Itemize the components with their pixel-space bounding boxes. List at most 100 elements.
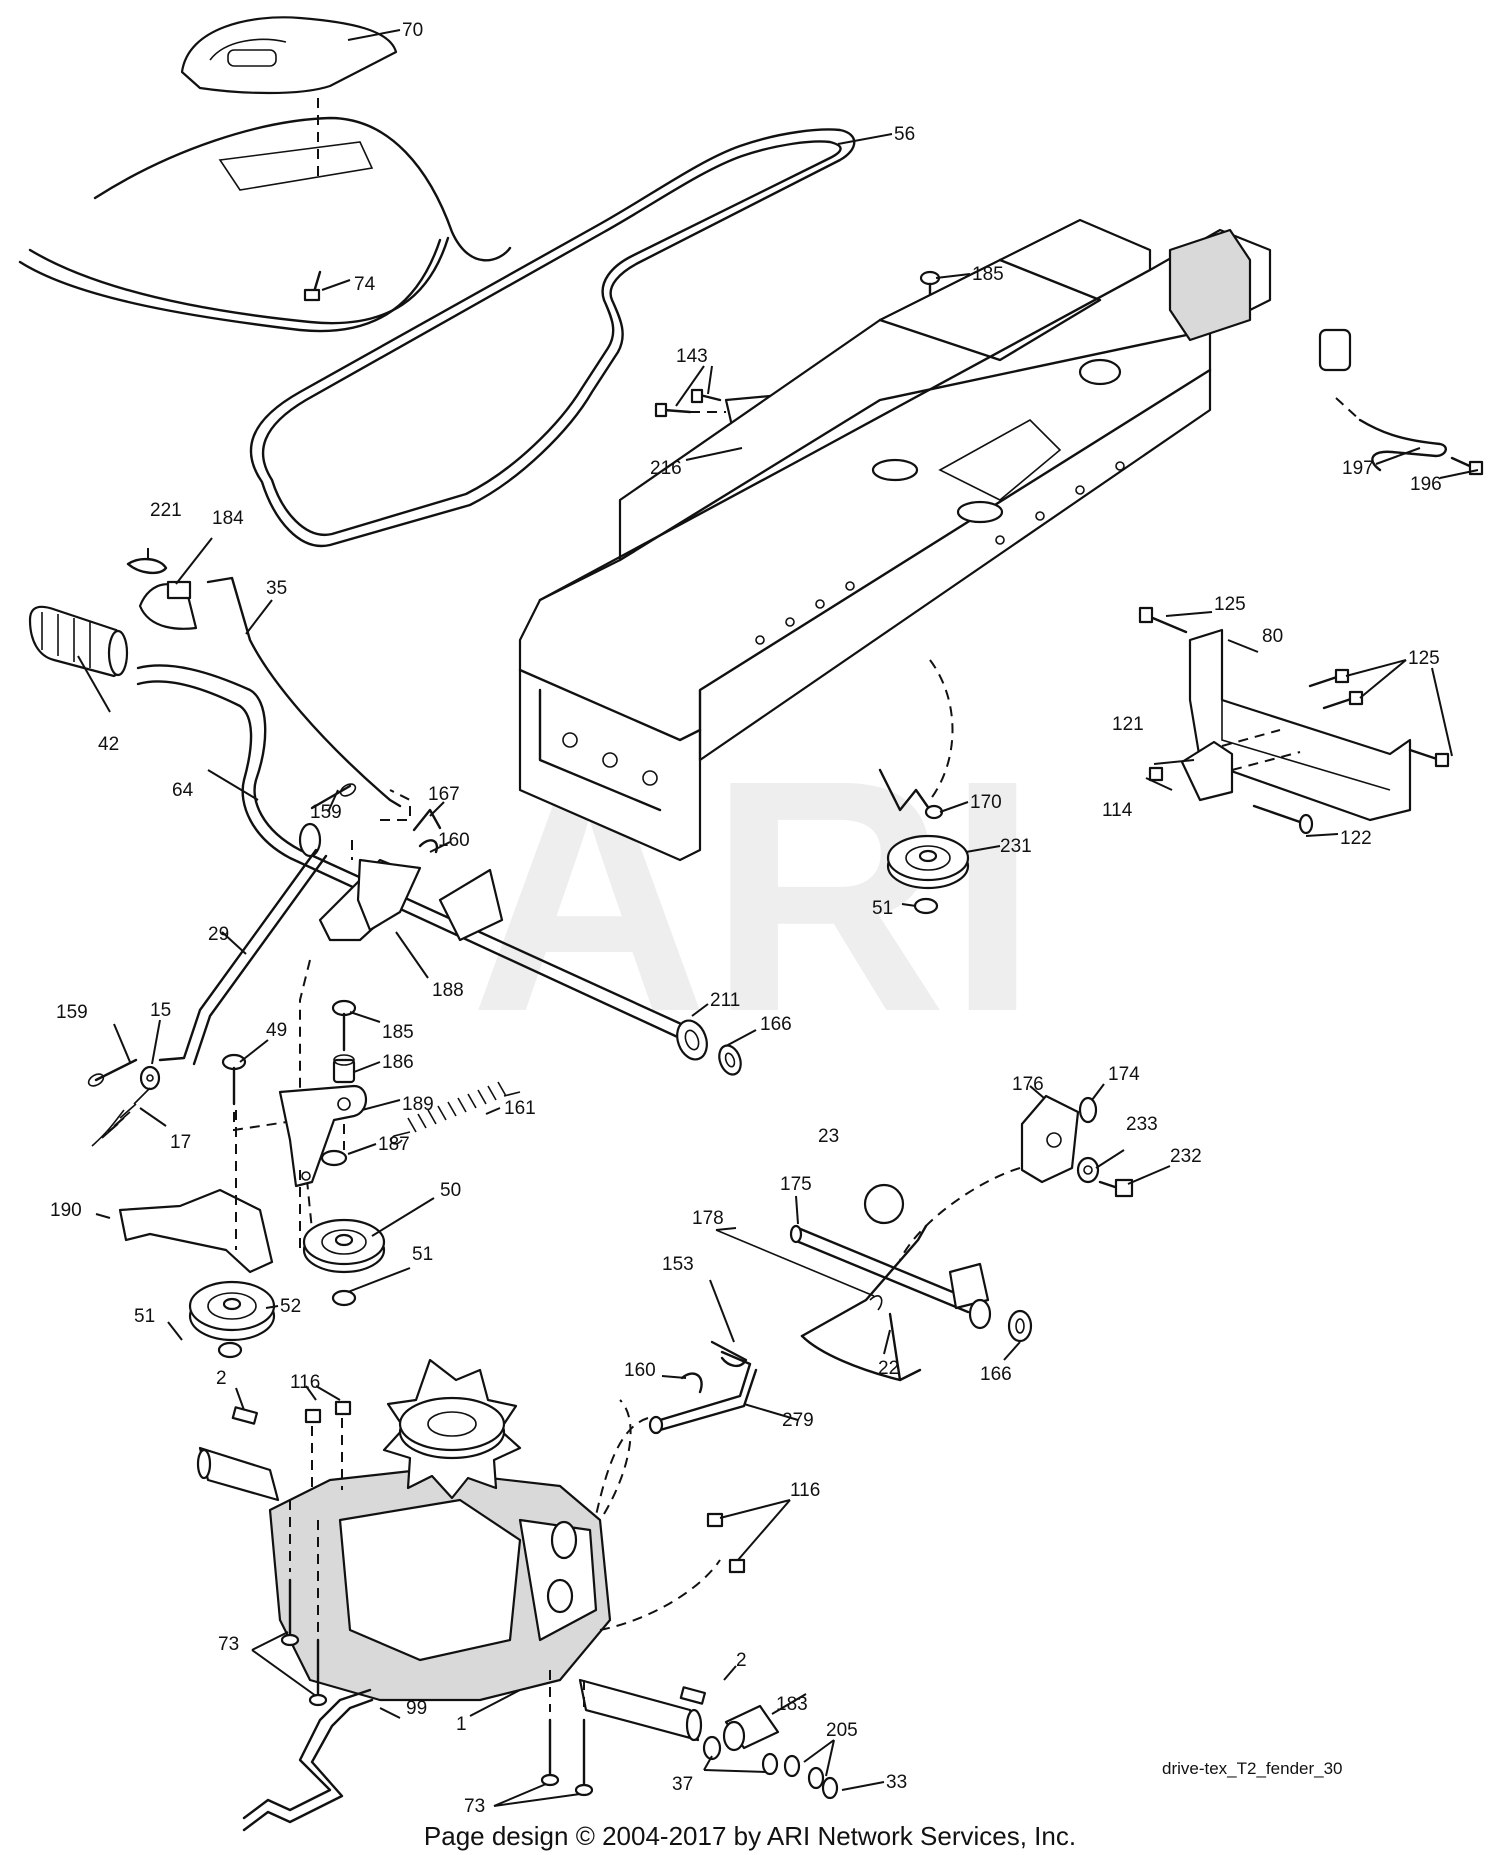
callout-125: 125 — [1214, 594, 1246, 615]
callout-211: 211 — [710, 990, 740, 1011]
part-99-rod — [242, 1688, 372, 1820]
callout-190: 190 — [50, 1200, 82, 1221]
part-51-nut-low — [217, 1341, 243, 1359]
part-125-bolt-a — [1138, 606, 1188, 634]
callout-167: 167 — [428, 784, 460, 805]
part-143-screws — [654, 388, 722, 418]
callout-74: 74 — [354, 274, 376, 295]
part-17-spring — [91, 1087, 151, 1147]
part-166-washer-right — [1007, 1309, 1033, 1343]
callout-80: 80 — [1262, 626, 1283, 647]
callout-196: 196 — [1410, 474, 1442, 495]
part-233-washer — [1076, 1156, 1100, 1184]
callout-51: 51 — [134, 1306, 155, 1327]
callout-178: 178 — [692, 1208, 724, 1229]
part-183-spacer — [722, 1704, 780, 1752]
callout-187: 187 — [378, 1134, 410, 1155]
part-205-washers — [783, 1754, 825, 1790]
part-116-nuts-left — [304, 1400, 352, 1424]
part-42-grip — [28, 605, 129, 678]
part-50-pulley — [302, 1218, 386, 1274]
part-188-bracket — [298, 822, 504, 942]
callout-64: 64 — [172, 780, 194, 801]
callout-279: 279 — [782, 1410, 814, 1431]
dash-73-center — [549, 1670, 585, 1712]
dash-49 — [233, 1112, 301, 1132]
callout-125: 125 — [1408, 648, 1440, 669]
dash-116-left — [311, 1418, 343, 1490]
callout-186: 186 — [382, 1052, 414, 1073]
part-279-rod — [648, 1350, 758, 1435]
part-189-idler-arm — [278, 1084, 368, 1188]
callout-99: 99 — [406, 1698, 427, 1719]
callout-labels: 70 56 74 185 143 216 197 196 221 184 35 … — [50, 20, 1442, 1817]
part-33-ring — [821, 1776, 839, 1800]
part-51-nut-top — [913, 897, 939, 915]
part-56-drive-belt — [249, 128, 856, 548]
dash-73-left — [289, 1500, 319, 1632]
callout-51: 51 — [872, 898, 893, 919]
part-190-guard — [118, 1188, 274, 1274]
callout-175: 175 — [780, 1174, 812, 1195]
callout-23: 23 — [818, 1126, 839, 1147]
callout-160: 160 — [438, 830, 470, 851]
callout-15: 15 — [150, 1000, 171, 1021]
part-174-lockwasher — [1078, 1096, 1098, 1124]
part-178-spring — [715, 1229, 883, 1311]
callout-116: 116 — [290, 1372, 320, 1393]
part-161-spring — [390, 1081, 521, 1145]
part-122-pin — [1252, 804, 1314, 835]
dash-pedal — [351, 789, 411, 860]
callout-159: 159 — [310, 802, 342, 823]
part-153-clip — [710, 1340, 748, 1368]
callout-189: 189 — [402, 1094, 434, 1115]
part-37-washers — [702, 1735, 779, 1776]
part-186-spacer — [332, 1054, 356, 1084]
leader-lines — [77, 29, 1479, 1807]
part-170-washer — [878, 768, 944, 820]
callout-37: 37 — [672, 1774, 693, 1795]
callout-166: 166 — [760, 1014, 792, 1035]
callout-1: 1 — [456, 1714, 467, 1735]
part-187-spacer — [320, 1149, 348, 1167]
callout-232: 232 — [1170, 1146, 1202, 1167]
part-175-rod — [789, 1224, 974, 1314]
footer-credit: Page design © 2004-2017 by ARI Network S… — [423, 1821, 1077, 1851]
callout-161: 161 — [504, 1098, 536, 1119]
part-2-key-lower — [679, 1686, 707, 1705]
part-125-bolt-b — [1308, 668, 1364, 710]
dash-197 — [1335, 397, 1361, 421]
callout-197: 197 — [1342, 458, 1374, 479]
callout-184: 184 — [212, 508, 244, 529]
part-231-pulley — [886, 834, 970, 890]
part-80-shield — [1188, 628, 1412, 822]
callout-29: 29 — [208, 924, 229, 945]
callout-17: 17 — [170, 1132, 191, 1153]
callout-22: 22 — [878, 1358, 899, 1379]
part-22-pedal — [800, 1224, 992, 1382]
callout-2: 2 — [216, 1368, 227, 1389]
part-49-bolt — [221, 1053, 247, 1106]
callout-188: 188 — [432, 980, 464, 1001]
dash-frame-170 — [929, 659, 954, 801]
callout-121: 121 — [1112, 714, 1144, 735]
part-73-bolts-center — [540, 1718, 594, 1797]
part-114-nut — [1148, 766, 1164, 782]
callout-153: 153 — [662, 1254, 694, 1275]
callout-166: 166 — [980, 1364, 1012, 1385]
part-1-transaxle — [196, 1358, 703, 1742]
callout-174: 174 — [1108, 1064, 1140, 1085]
callout-221: 221 — [150, 500, 182, 521]
part-166-washer-top — [718, 1044, 742, 1076]
part-116-nuts-right — [706, 1512, 746, 1574]
callout-183: 183 — [776, 1694, 808, 1715]
dash-176 — [899, 1167, 1021, 1261]
callout-73: 73 — [464, 1796, 485, 1817]
callout-49: 49 — [266, 1020, 287, 1041]
part-176-bracket — [1020, 1094, 1080, 1184]
part-221-clip — [126, 557, 168, 575]
callout-216: 216 — [650, 458, 682, 479]
callout-73: 73 — [218, 1634, 239, 1655]
part-fender — [18, 116, 512, 333]
callout-205: 205 — [826, 1720, 858, 1741]
